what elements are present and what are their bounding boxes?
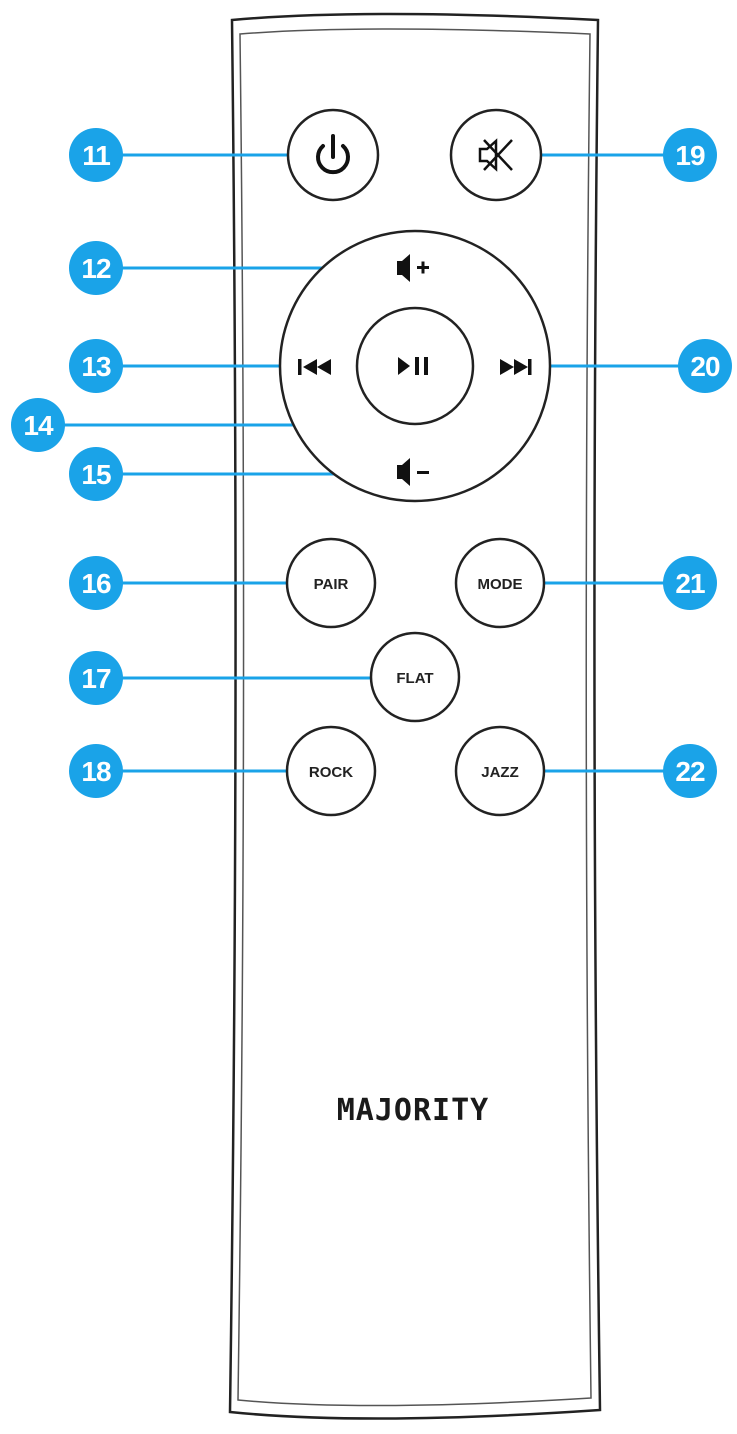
callout-number-14: 14 <box>23 410 54 441</box>
callout-badge-21: 21 <box>663 556 717 610</box>
previous-track-icon <box>298 359 331 375</box>
mode-button[interactable]: MODE <box>454 537 546 629</box>
callout-badge-20: 20 <box>678 339 732 393</box>
callout-number-15: 15 <box>81 459 111 490</box>
callout-badge-15: 15 <box>69 447 123 501</box>
callout-number-17: 17 <box>81 663 111 694</box>
brand-logo-text: MAJORITY <box>337 1093 490 1128</box>
rock-button[interactable]: ROCK <box>285 725 377 817</box>
callout-number-20: 20 <box>690 351 720 382</box>
power-icon <box>316 134 350 175</box>
volume-down-icon <box>397 458 429 486</box>
mute-button[interactable] <box>449 108 543 202</box>
callout-number-22: 22 <box>675 756 705 787</box>
volume-up-button[interactable] <box>380 250 450 290</box>
pair-button[interactable]: PAIR <box>285 537 377 629</box>
callout-number-13: 13 <box>81 351 111 382</box>
callout-badge-12: 12 <box>69 241 123 295</box>
jazz-label: JAZZ <box>481 764 519 781</box>
callout-number-11: 11 <box>82 140 110 171</box>
callout-number-16: 16 <box>81 568 111 599</box>
play-pause-icon <box>398 357 428 375</box>
callout-badge-16: 16 <box>69 556 123 610</box>
callout-badge-18: 18 <box>69 744 123 798</box>
previous-button[interactable] <box>290 350 340 384</box>
volume-up-icon <box>397 254 429 282</box>
jazz-button[interactable]: JAZZ <box>454 725 546 817</box>
callout-number-12: 12 <box>81 253 111 284</box>
callout-badge-13: 13 <box>69 339 123 393</box>
callout-badge-14: 14 <box>11 398 65 452</box>
callout-badge-11: 11 <box>69 128 123 182</box>
pair-label: PAIR <box>314 576 349 593</box>
callout-number-18: 18 <box>81 756 111 787</box>
mode-label: MODE <box>478 576 523 593</box>
power-button[interactable] <box>286 108 380 202</box>
callout-number-21: 21 <box>675 568 705 599</box>
next-button[interactable] <box>493 350 543 384</box>
flat-button[interactable]: FLAT <box>369 631 461 723</box>
volume-down-button[interactable] <box>380 456 450 496</box>
callout-badge-17: 17 <box>69 651 123 705</box>
callout-badge-22: 22 <box>663 744 717 798</box>
next-track-icon <box>500 359 532 375</box>
rock-label: ROCK <box>309 764 353 781</box>
callout-badge-19: 19 <box>663 128 717 182</box>
flat-label: FLAT <box>396 670 433 687</box>
mute-icon <box>478 138 513 172</box>
play-pause-button[interactable] <box>355 306 475 426</box>
callout-number-19: 19 <box>675 140 705 171</box>
